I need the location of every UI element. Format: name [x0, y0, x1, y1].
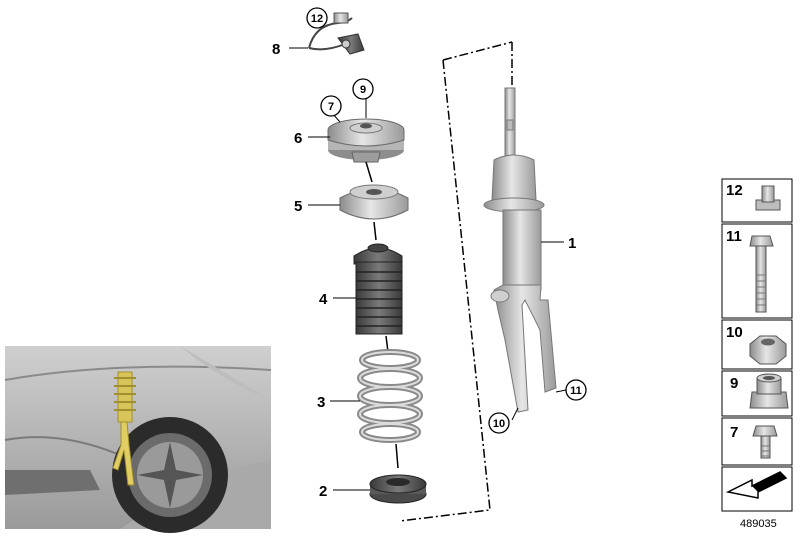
callout-2: 2: [319, 483, 327, 500]
axis-line: [395, 443, 399, 469]
circled-callout-12: 12: [306, 7, 328, 29]
callout-5: 5: [294, 198, 302, 215]
legend-item-10: 10: [721, 319, 793, 370]
arrow-icon: [725, 471, 788, 499]
svg-text:7: 7: [730, 424, 738, 441]
circled-callout-10: 10: [488, 412, 510, 434]
circled-callout-9: 9: [352, 78, 374, 100]
svg-text:7: 7: [328, 101, 334, 113]
callout-4: 4: [319, 291, 328, 308]
legend-panel: 12 11 10 9: [721, 178, 793, 530]
collar-nut-icon: [749, 373, 789, 409]
svg-text:10: 10: [493, 418, 505, 430]
clip-icon: [755, 185, 781, 211]
circled-callout-7: 7: [320, 95, 342, 117]
reference-number: 489035: [740, 518, 777, 530]
part-4-dust-boot: [353, 243, 403, 335]
circled-callout-11: 11: [565, 379, 587, 401]
part-8-sensor-lead: [308, 12, 365, 55]
callout-6: 6: [294, 130, 302, 147]
callouts: 8 6 5 4 3 2 1: [272, 41, 576, 500]
assembly-bracket: [399, 41, 513, 522]
svg-text:12: 12: [726, 182, 743, 199]
callout-8: 8: [272, 41, 280, 58]
legend-item-12: 12: [721, 178, 793, 223]
spring-highlight: [359, 351, 421, 441]
svg-text:9: 9: [360, 84, 366, 96]
legend-item-7: 7: [721, 417, 793, 466]
circled-callouts: 12 9 7 10 11: [306, 7, 587, 434]
legend-item-11: 11: [721, 223, 793, 319]
axis-line: [373, 221, 377, 241]
callout-1: 1: [568, 235, 576, 252]
car-inset-image: [4, 346, 272, 533]
svg-text:11: 11: [726, 228, 742, 245]
short-bolt-icon: [752, 425, 778, 459]
axis-line: [365, 161, 373, 183]
legend-item-arrow: [721, 466, 793, 512]
leader-lines: [289, 47, 567, 491]
hex-bolt-icon: [749, 235, 774, 313]
svg-text:10: 10: [726, 324, 743, 341]
svg-text:11: 11: [570, 385, 582, 397]
hex-nut-icon: [749, 335, 787, 365]
part-5-spring-seat-upper: [339, 184, 409, 220]
svg-text:12: 12: [311, 13, 323, 25]
legend-item-9: 9: [721, 370, 793, 417]
part-2-spring-pad: [369, 474, 427, 504]
part-6-top-mount: [327, 100, 405, 163]
svg-text:9: 9: [730, 375, 738, 392]
part-1-shock-absorber: [483, 87, 557, 413]
callout-3: 3: [317, 394, 325, 411]
